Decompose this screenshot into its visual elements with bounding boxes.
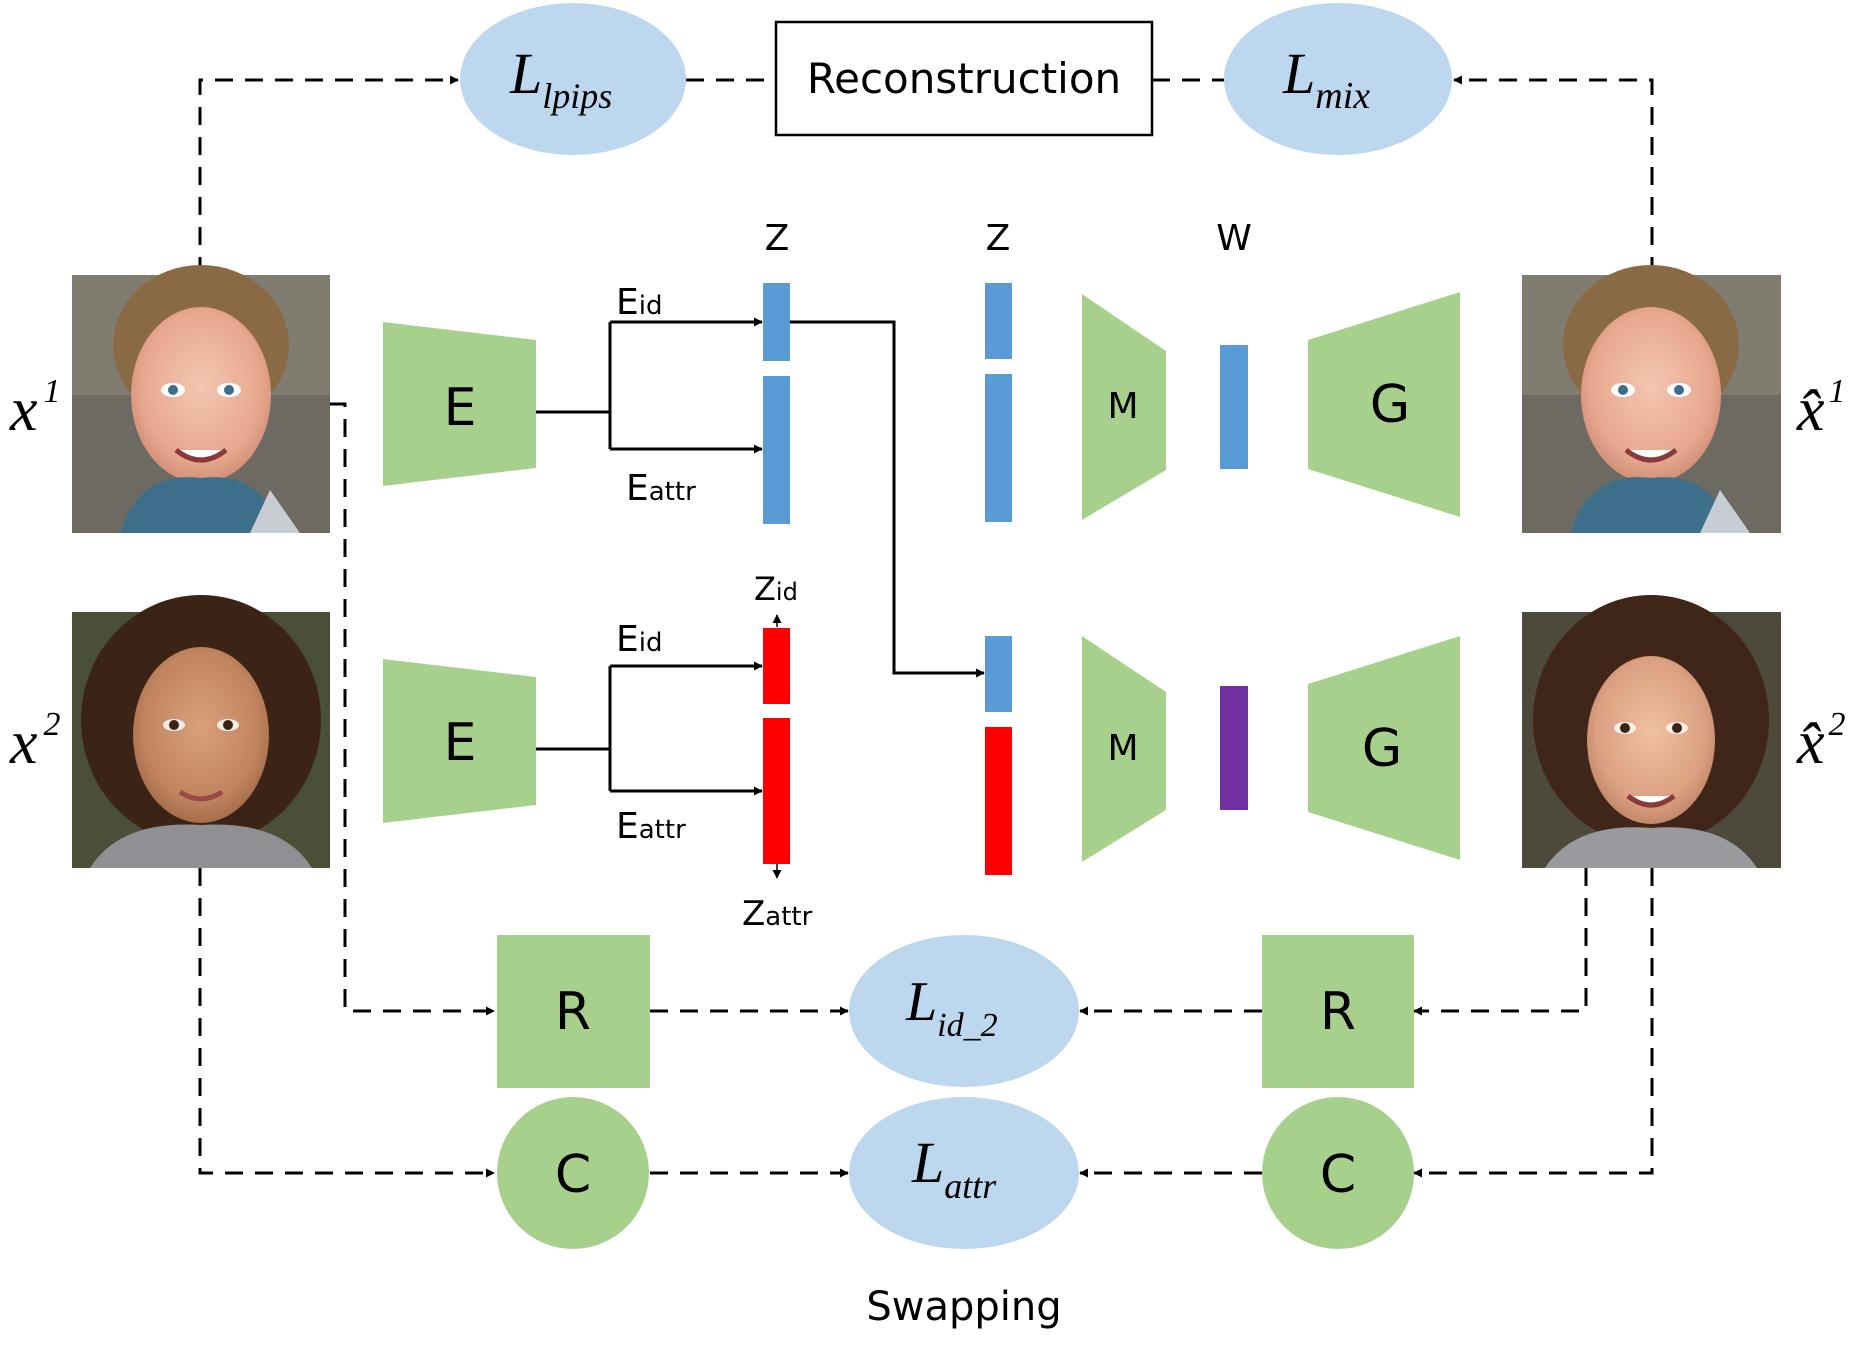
generator-top-label: G bbox=[1370, 375, 1410, 435]
output-face-xhat1 bbox=[1522, 265, 1781, 533]
encoder-top bbox=[383, 322, 536, 486]
encoder-top-label: E bbox=[444, 378, 477, 438]
e-id-label-bottom: Eid bbox=[616, 619, 662, 660]
z-id-label: Zid bbox=[754, 570, 798, 608]
latent-z-attr-bottom bbox=[763, 718, 790, 864]
latent-z-id-bottom bbox=[763, 628, 790, 704]
e-attr-label-bottom: Eattr bbox=[616, 806, 686, 847]
mapper-top-label: M bbox=[1107, 386, 1138, 427]
connector-x1-to-recognizer bbox=[330, 402, 495, 1016]
output-face-xhat2 bbox=[1522, 595, 1781, 868]
e-id-label-top: Eid bbox=[616, 282, 662, 323]
classifier-left bbox=[497, 1097, 649, 1249]
z-label-mapper: Z bbox=[986, 218, 1011, 259]
loss-mix-ellipse bbox=[1224, 3, 1452, 155]
input-face-x1 bbox=[72, 265, 330, 533]
latent-z-id-top bbox=[763, 283, 790, 361]
generator-bottom bbox=[1308, 636, 1460, 860]
latent-w-top bbox=[1220, 345, 1248, 469]
loss-lpips-ellipse bbox=[460, 3, 686, 155]
z-attr-label: Zattr bbox=[742, 894, 813, 934]
loss-attr-label: Lattr bbox=[911, 1130, 997, 1206]
recognizer-right bbox=[1262, 935, 1414, 1088]
recognizer-left-label: R bbox=[555, 982, 591, 1042]
mapper-bottom-label: M bbox=[1107, 728, 1138, 769]
mapper-bottom bbox=[1082, 636, 1166, 862]
connector-xhat1-to-mix bbox=[1453, 75, 1654, 275]
loss-mix-label: Lmix bbox=[1282, 41, 1370, 117]
latent-z-attr-mix-top bbox=[985, 374, 1012, 522]
connector-xhat2-to-classifier bbox=[1413, 868, 1654, 1178]
connector-id-swap bbox=[790, 320, 985, 678]
latent-z-attr-swapped bbox=[985, 727, 1012, 875]
recognizer-right-label: R bbox=[1320, 982, 1356, 1042]
latent-w-bottom bbox=[1220, 686, 1248, 810]
z-label-encoder: Z bbox=[765, 218, 790, 259]
classifier-right-label: C bbox=[1320, 1145, 1356, 1205]
generator-bottom-label: G bbox=[1362, 719, 1402, 779]
latent-z-id-swapped bbox=[985, 636, 1012, 712]
solid-connectors bbox=[536, 317, 985, 796]
loss-lpips-label: Llpips bbox=[509, 41, 612, 116]
connector-x2-to-classifier bbox=[198, 868, 495, 1178]
mapper-top bbox=[1082, 294, 1166, 520]
reconstruction-box bbox=[774, 20, 1154, 137]
connector-x1-to-lpips bbox=[198, 75, 459, 275]
latent-z-attr-top bbox=[763, 376, 790, 524]
w-label: W bbox=[1216, 218, 1252, 259]
encoder-bottom-label: E bbox=[444, 713, 477, 773]
generator-top bbox=[1308, 292, 1460, 517]
output-label-xhat1: x̂1 bbox=[1796, 373, 1846, 444]
classifier-left-label: C bbox=[555, 1145, 591, 1205]
encoder-bottom bbox=[383, 659, 536, 823]
e-attr-label-top: Eattr bbox=[626, 468, 696, 509]
connector-xhat2-to-recognizer bbox=[1413, 868, 1588, 1016]
loss-attr-ellipse bbox=[849, 1097, 1079, 1249]
classifier-right bbox=[1262, 1097, 1414, 1249]
input-face-x2 bbox=[72, 595, 330, 868]
loss-id2-label: Lid_2 bbox=[905, 971, 998, 1044]
swapping-label: Swapping bbox=[866, 1284, 1061, 1330]
latent-z-id-mix-top bbox=[985, 283, 1012, 359]
recognizer-left bbox=[497, 935, 650, 1088]
reconstruction-label: Reconstruction bbox=[807, 54, 1121, 103]
loss-id2-ellipse bbox=[849, 935, 1079, 1087]
output-label-xhat2: x̂2 bbox=[1796, 706, 1846, 777]
dashed-connectors bbox=[198, 75, 1654, 1178]
